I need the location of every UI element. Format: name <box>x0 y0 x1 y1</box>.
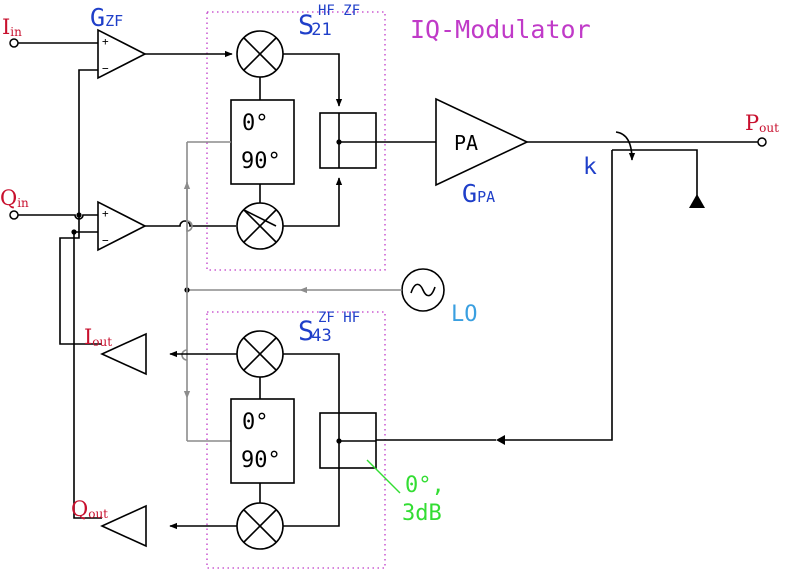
minus-sign-q: − <box>102 234 109 247</box>
phase-90-upper: 90° <box>241 149 281 174</box>
phase-shifter-upper <box>230 99 295 185</box>
output-amplifier-i <box>100 332 147 376</box>
termination-ground <box>689 194 705 208</box>
i-out-label: Iout <box>84 325 112 349</box>
modulator-frame <box>206 11 386 271</box>
gzf-amplifier-q <box>97 200 147 252</box>
pa-label: PA <box>454 131 478 155</box>
combiner-note-attenuation: 3dB <box>402 501 442 526</box>
s21-superscript: HF ZF <box>318 3 360 19</box>
q-out-label: Qout <box>71 497 108 521</box>
lo-label: LO <box>451 302 478 327</box>
plus-sign-i: + <box>102 35 109 48</box>
p-out-label: Pout <box>745 111 779 135</box>
mixer-q-upper <box>236 202 284 250</box>
q-in-label: Qin <box>0 186 29 210</box>
power-amplifier <box>435 97 529 187</box>
phase-shifter-lower <box>230 398 295 484</box>
phase-0-upper: 0° <box>242 111 269 136</box>
phase-90-lower: 90° <box>241 448 281 473</box>
mixer-i-lower <box>236 330 284 378</box>
i-in-label: Iin <box>2 15 22 39</box>
s43-superscript: ZF HF <box>318 310 360 326</box>
combiner-note-leader <box>366 459 401 494</box>
combiner-note-phase: 0°, <box>405 473 445 498</box>
coupler-arrow <box>615 131 636 161</box>
output-amplifier-q <box>100 504 147 548</box>
s21-label: S21 <box>298 10 332 41</box>
coupling-factor-label: k <box>583 154 597 180</box>
gzf-label: GZF <box>90 3 123 32</box>
mixer-q-lower <box>236 502 284 550</box>
i-in-terminal <box>9 38 19 48</box>
mixer-i-upper <box>236 30 284 78</box>
q-in-terminal <box>9 210 19 220</box>
minus-sign-i: − <box>102 62 109 75</box>
phase-0-lower: 0° <box>242 410 269 435</box>
gpa-label: GPA <box>462 179 495 208</box>
plus-sign-q: + <box>102 207 109 220</box>
p-out-terminal <box>757 137 767 147</box>
gzf-amplifier-i <box>97 28 147 80</box>
diagram-title: IQ-Modulator <box>410 15 591 44</box>
combiner-upper <box>319 112 377 169</box>
s43-label: S43 <box>298 316 332 347</box>
